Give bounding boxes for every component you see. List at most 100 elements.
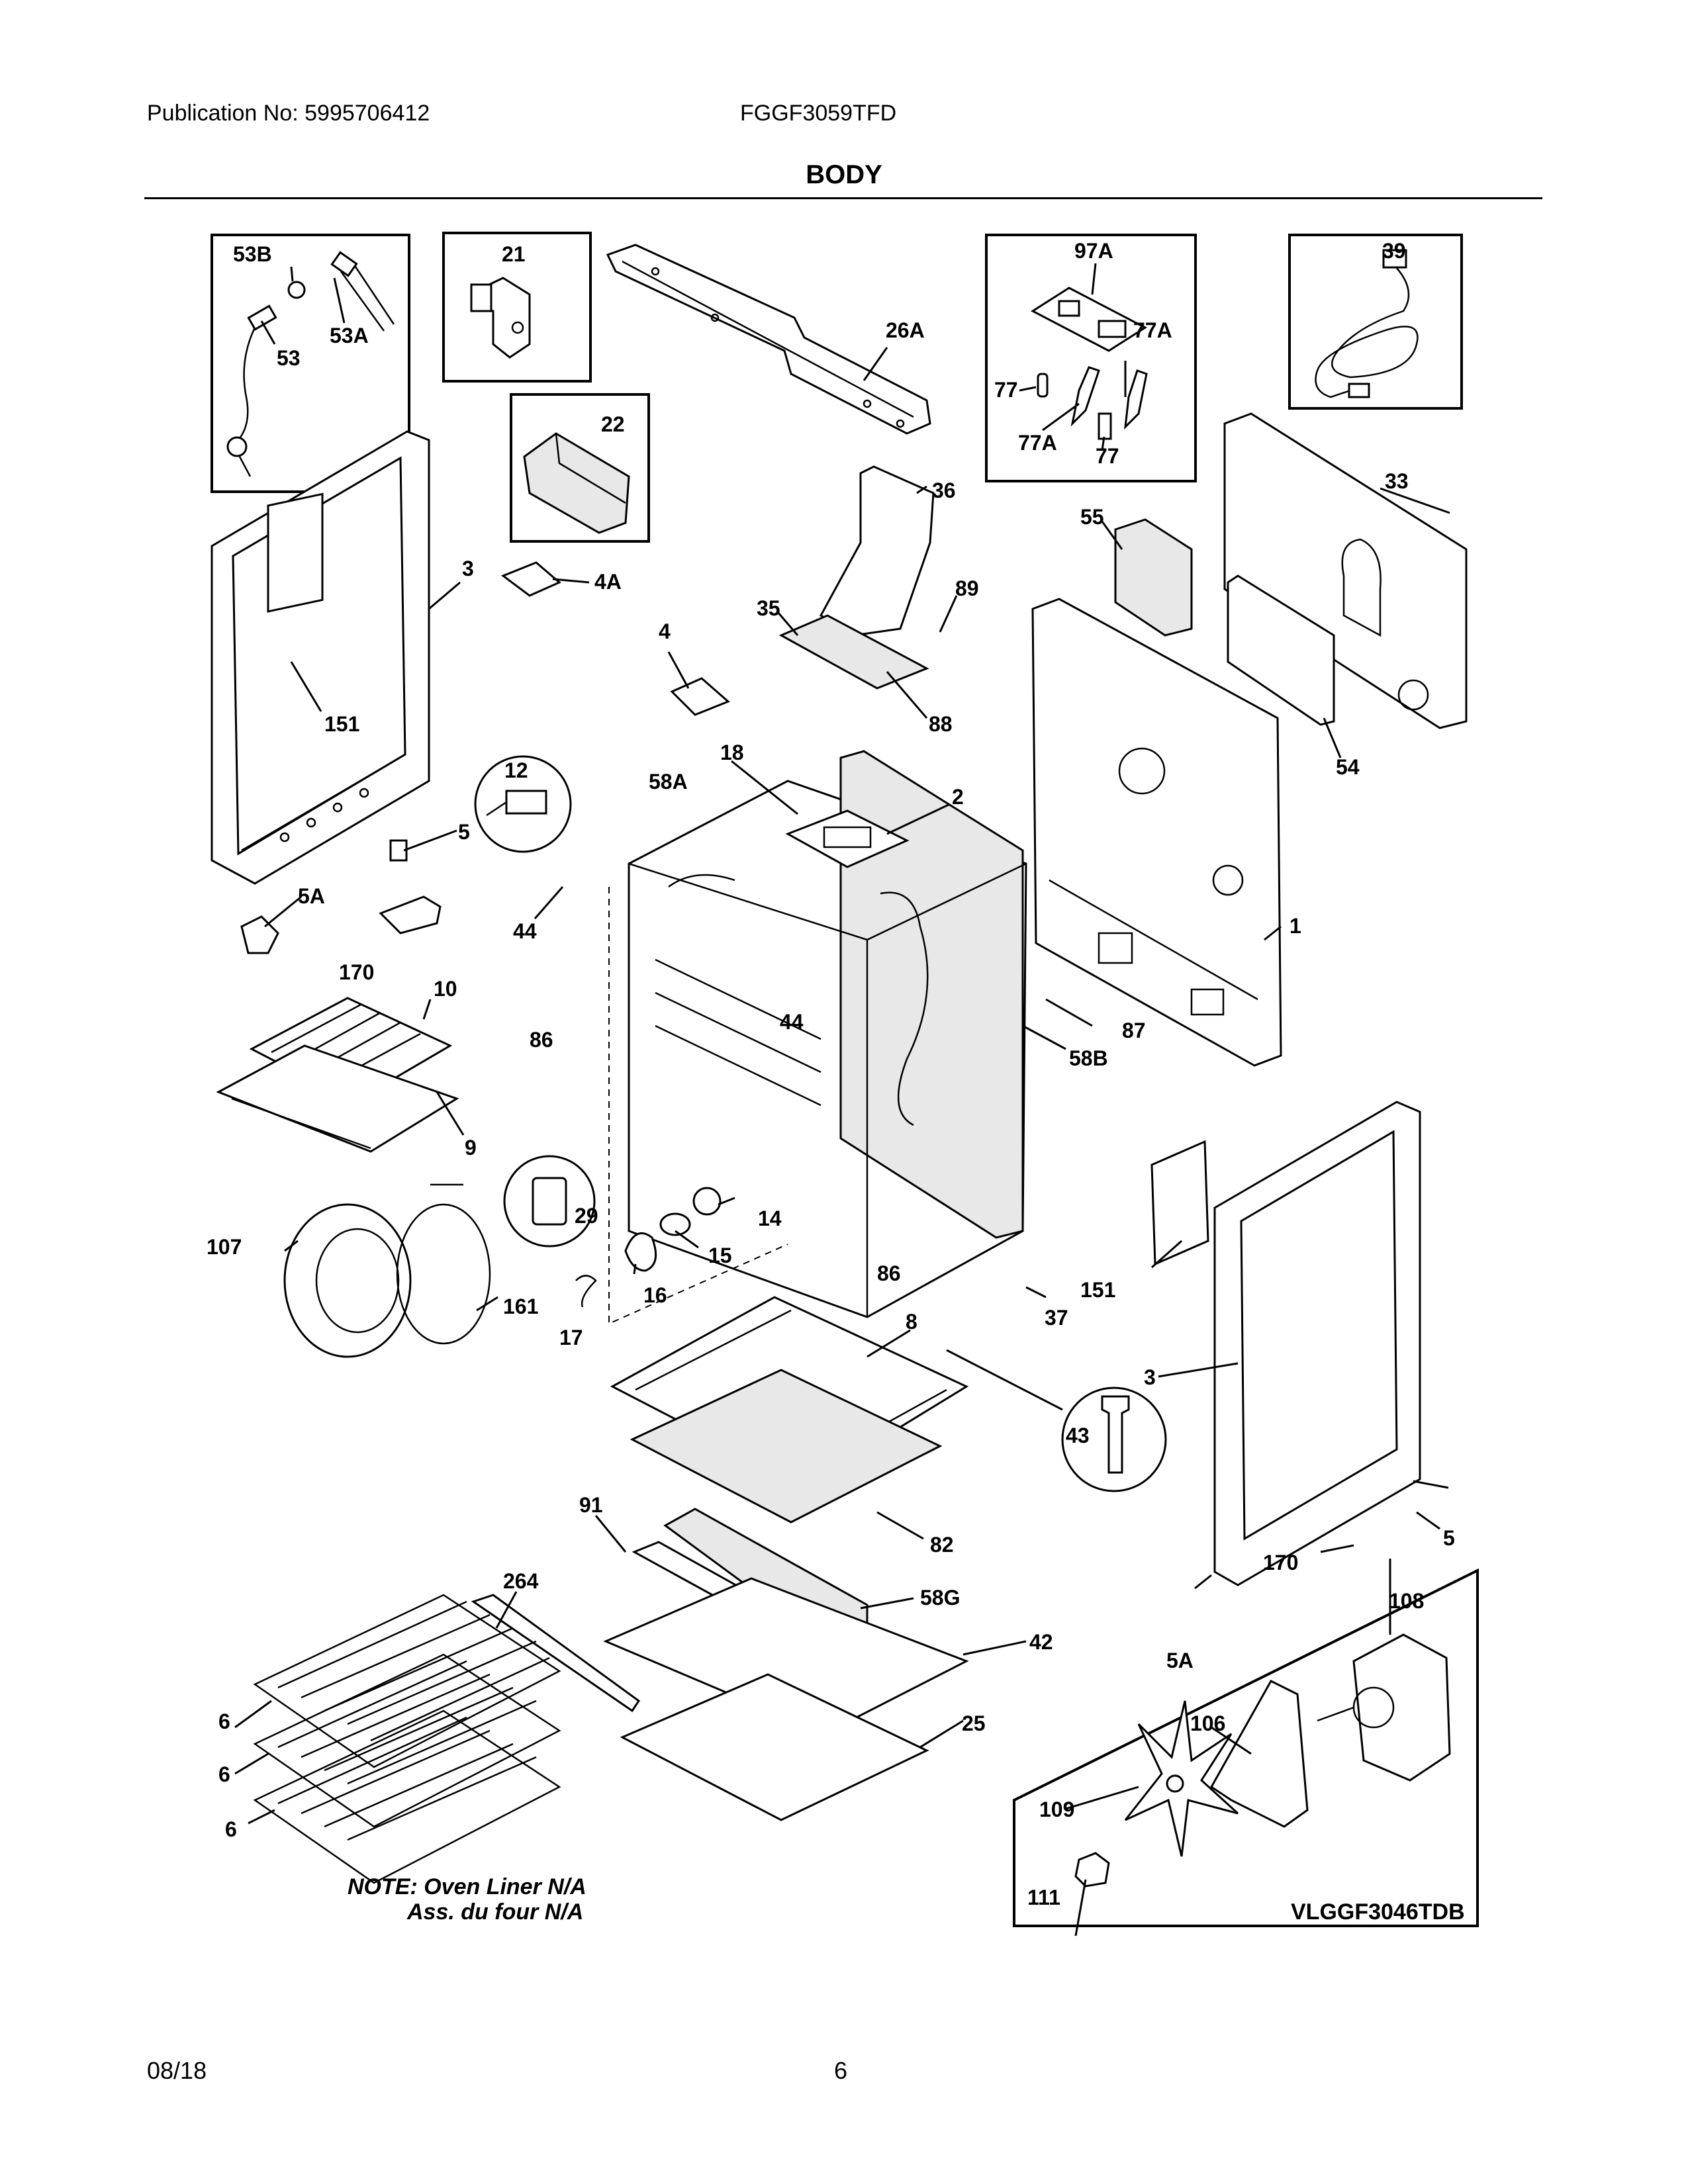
callout-label: 14 — [758, 1206, 782, 1230]
callout-label: 6 — [218, 1762, 230, 1786]
broiler-pan-part — [216, 1044, 459, 1153]
callout-label: 58G — [920, 1586, 960, 1610]
callout-label: 87 — [1122, 1019, 1146, 1042]
callout-label: 86 — [530, 1028, 553, 1052]
panel-55-part — [1114, 518, 1193, 637]
callout-label: 107 — [207, 1235, 242, 1259]
callout-label: 88 — [929, 712, 953, 736]
callout-label: 108 — [1389, 1589, 1424, 1613]
callout-label: 39 — [1382, 239, 1406, 263]
lamp-clip-part — [575, 1275, 597, 1308]
fan-bracket-106-part — [1210, 1680, 1309, 1828]
note-oven-liner: NOTE: Oven Liner N/A — [348, 1874, 586, 1899]
bracket-4a-part — [500, 561, 561, 597]
callout-label: 77A — [1018, 431, 1057, 455]
temperature-probe-part — [226, 251, 395, 477]
oven-rack-part — [253, 1594, 561, 1884]
fan-cover-part — [283, 1203, 412, 1358]
callout-label: 16 — [643, 1283, 667, 1307]
callout-label: 91 — [579, 1493, 603, 1517]
callout-label: 170 — [339, 960, 374, 984]
callout-label: 5A — [298, 884, 325, 908]
bracket-21-part — [470, 277, 531, 359]
callout-label: 8 — [906, 1310, 917, 1334]
callout-label: 97A — [1074, 239, 1113, 263]
anti-tip-bracket-170-part — [379, 895, 442, 934]
bracket-4-part — [670, 677, 730, 716]
callout-label: 264 — [503, 1569, 539, 1593]
callout-label: 77 — [994, 378, 1018, 402]
callout-label: 43 — [1066, 1424, 1090, 1447]
callout-label: 15 — [708, 1244, 732, 1267]
callout-label: 55 — [1080, 505, 1104, 529]
fan-motor-108-part — [1317, 1633, 1451, 1782]
power-cord-part — [1315, 249, 1419, 398]
callout-label: 53B — [233, 242, 272, 266]
callout-label: 151 — [1080, 1278, 1115, 1302]
probe-receptacle-part — [474, 755, 572, 853]
callout-label: 89 — [955, 576, 979, 600]
callout-label: 4 — [659, 619, 671, 643]
bracket-264-part — [471, 1594, 641, 1713]
callout-label: 3 — [1144, 1365, 1156, 1389]
leveling-leg-5a-part — [240, 915, 279, 954]
inset-box-power-cord — [1288, 234, 1463, 410]
callout-label: 33 — [1385, 469, 1409, 493]
callout-label: 2 — [952, 785, 964, 809]
bottom-panel-25-part — [620, 1673, 929, 1821]
callout-label: 6 — [218, 1709, 230, 1733]
control-board-part — [1031, 287, 1148, 440]
page-number: 6 — [834, 2057, 848, 2084]
left-side-panel-part — [211, 430, 430, 885]
bolt-circle-part — [1061, 1387, 1167, 1492]
callout-label: 4A — [594, 570, 622, 594]
callout-label: 151 — [324, 712, 359, 736]
callout-label: 58B — [1069, 1046, 1108, 1070]
callout-label: 36 — [932, 478, 956, 502]
lamp-socket-part — [692, 1187, 722, 1216]
model-number: FGGF3059TFD — [740, 101, 897, 126]
callout-label: 58A — [649, 770, 688, 794]
header-rule — [144, 197, 1542, 199]
callout-label: 37 — [1045, 1306, 1068, 1330]
callout-label: 5A — [1166, 1649, 1194, 1672]
callout-label: 3 — [462, 557, 474, 580]
inset-box-control-board — [985, 234, 1197, 482]
callout-label: 109 — [1039, 1797, 1074, 1821]
bracket-151-right-part — [1150, 1140, 1209, 1266]
broiler-cover-part — [778, 465, 935, 690]
callout-label: 86 — [877, 1261, 901, 1285]
callout-label: 21 — [502, 242, 526, 266]
callout-label: 12 — [504, 758, 528, 782]
note-oven-liner-fr: Ass. du four N/A — [406, 1899, 583, 1925]
lamp-switch-circle-part — [503, 1155, 596, 1248]
callout-label: 18 — [720, 741, 744, 764]
diagram-code: VLGGF3046TDB — [1291, 1899, 1465, 1925]
callout-label: 25 — [962, 1711, 986, 1735]
oven-bottom-part — [610, 1296, 969, 1524]
convection-element-part — [396, 1183, 491, 1345]
lamp-lens-part — [624, 1232, 657, 1272]
lamp-bulb-part — [659, 1212, 691, 1236]
callout-label: 6 — [225, 1817, 237, 1841]
callout-label: 44 — [780, 1010, 804, 1034]
footer-date: 08/18 — [147, 2057, 207, 2084]
fan-nut-111-part — [1074, 1852, 1110, 1888]
callout-label: 161 — [503, 1295, 538, 1318]
callout-label: 44 — [513, 919, 537, 943]
callout-label: 26A — [886, 318, 925, 342]
callout-label: 54 — [1336, 755, 1360, 779]
callout-label: 5 — [1443, 1526, 1455, 1550]
leader-lines — [234, 263, 1450, 1936]
section-title: BODY — [806, 160, 882, 189]
callout-label: 10 — [434, 977, 457, 1001]
callout-label: 53 — [277, 346, 301, 370]
callout-label: 106 — [1190, 1711, 1225, 1735]
callout-label: 9 — [465, 1136, 477, 1160]
bracket-26a-part — [606, 244, 931, 435]
rear-panel-33-part — [1223, 412, 1468, 729]
callout-label: 82 — [930, 1533, 954, 1557]
callout-label: 29 — [575, 1204, 598, 1228]
back-panel-1-part — [1031, 598, 1282, 1067]
